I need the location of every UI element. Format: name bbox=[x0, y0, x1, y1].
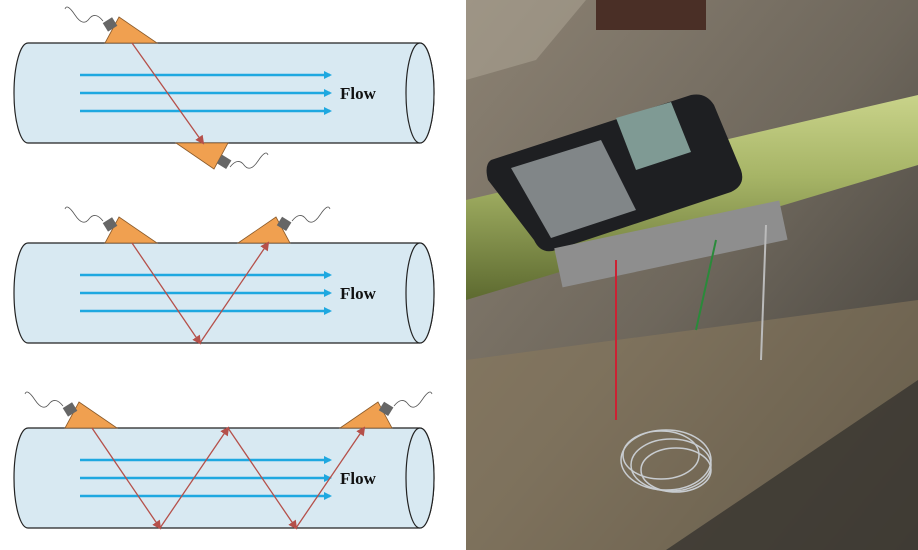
background-structure bbox=[596, 0, 706, 30]
cable bbox=[64, 206, 104, 223]
ultrasonic-path bbox=[199, 241, 270, 344]
cable bbox=[291, 206, 331, 223]
flow-label: Flow bbox=[340, 284, 377, 303]
diagram-w-method: Flow bbox=[13, 391, 435, 530]
connector bbox=[216, 154, 232, 170]
chain bbox=[760, 224, 767, 361]
shadow bbox=[666, 380, 918, 550]
pipe-end bbox=[405, 242, 435, 344]
flowmeter-device bbox=[486, 94, 743, 252]
connector bbox=[378, 401, 394, 417]
ultrasonic-path bbox=[131, 242, 202, 345]
ultrasonic-path bbox=[227, 427, 298, 530]
photo-illustration bbox=[466, 0, 918, 550]
pipe-end bbox=[405, 42, 435, 144]
clamp-rail bbox=[554, 200, 788, 288]
ultrasonic-path bbox=[159, 426, 230, 529]
connector bbox=[62, 402, 78, 417]
field-photo bbox=[466, 0, 918, 550]
ultrasonic-path bbox=[91, 427, 162, 530]
cable bbox=[24, 391, 64, 408]
ultrasonic-path bbox=[295, 426, 366, 529]
ultrasonic-path bbox=[131, 42, 205, 145]
keypad bbox=[511, 140, 636, 238]
diagram-z-method: Flow bbox=[13, 6, 435, 170]
flow-label: Flow bbox=[340, 469, 377, 488]
connector bbox=[276, 216, 292, 232]
green-cable bbox=[695, 239, 717, 331]
cable-coil bbox=[620, 429, 712, 493]
cable bbox=[393, 391, 433, 408]
screen bbox=[616, 102, 691, 170]
flow-label: Flow bbox=[340, 84, 377, 103]
cable bbox=[229, 152, 269, 169]
transducer-wedge bbox=[104, 16, 159, 44]
cable bbox=[64, 6, 104, 23]
pipe-end bbox=[405, 427, 435, 529]
transducer-wedge bbox=[64, 401, 119, 429]
diagram-v-method: Flow bbox=[13, 206, 435, 345]
connector bbox=[102, 217, 118, 232]
connector bbox=[102, 17, 118, 32]
transducer-wedge bbox=[338, 401, 393, 429]
transducer-wedge bbox=[104, 216, 159, 244]
